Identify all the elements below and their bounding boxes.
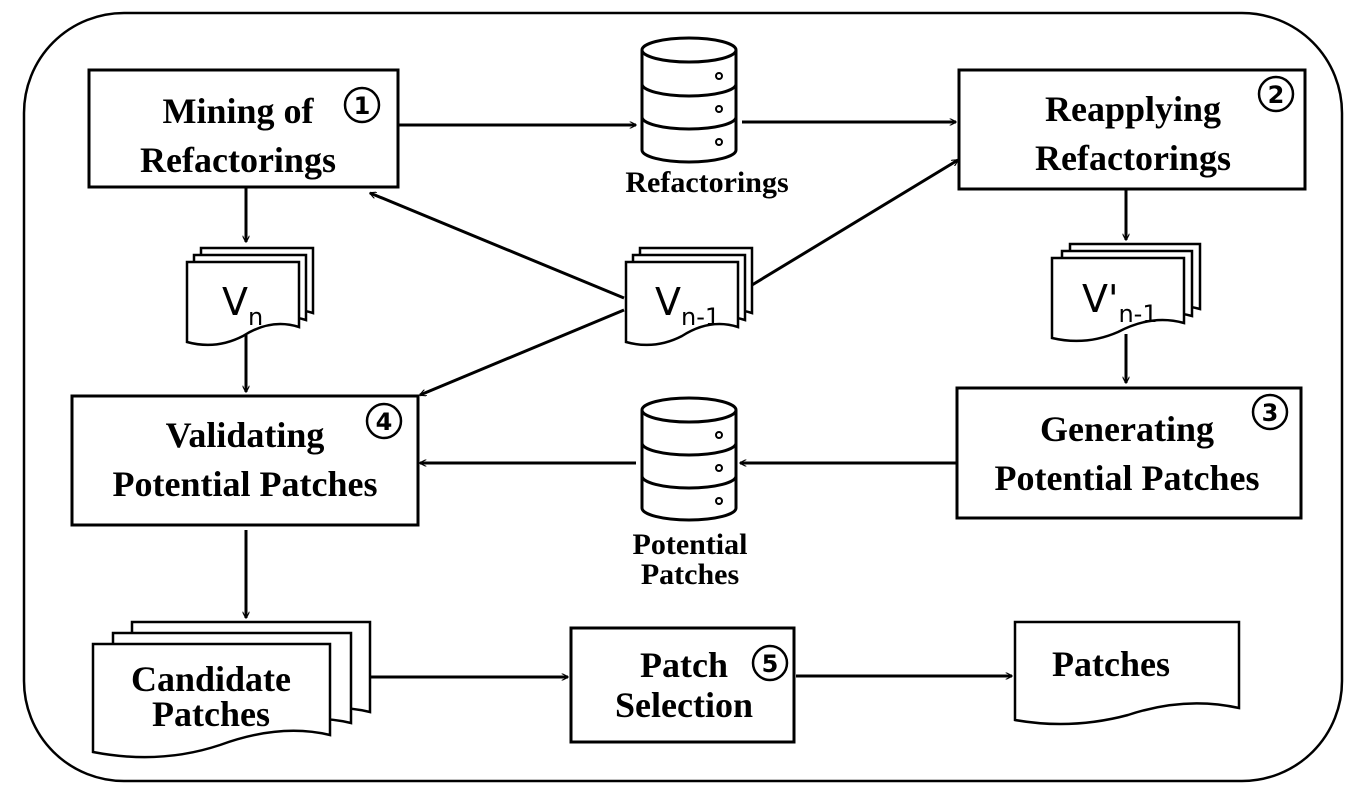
mining-step-badge: [343, 86, 381, 124]
vpn1-document-shape: [1050, 256, 1186, 343]
generating-step-badge: [1251, 393, 1289, 431]
vn-document-shape: [185, 260, 301, 347]
edge-vn1-to-mining: [370, 193, 625, 300]
selection-process: Patch Selection 5: [569, 626, 796, 744]
validating-box: [70, 394, 420, 527]
reapplying-step-badge: [1257, 75, 1295, 113]
validating-title-line1: Validating: [166, 415, 325, 455]
selection-title-line2: Selection: [615, 685, 753, 725]
patches-document: Patches: [1013, 620, 1241, 726]
validating-step-number: 4: [376, 408, 393, 436]
validating-step-badge: [365, 402, 403, 440]
generating-title-line2: Potential Patches: [995, 458, 1260, 498]
candidate-patches-document: Candidate Patches: [91, 620, 372, 759]
vn1-label: Vn-1: [655, 280, 720, 331]
edge-vn1-to-reapplying: [751, 158, 958, 287]
reapplying-title-line2: Refactorings: [1035, 138, 1231, 178]
refactorings-store: Refactorings: [625, 36, 789, 199]
generating-process: Generating Potential Patches 3: [955, 386, 1303, 520]
mining-title-line2: Refactorings: [140, 140, 336, 180]
potential-store-label-line2: Patches: [641, 558, 739, 591]
reapplying-title-line1: Reapplying: [1045, 89, 1221, 129]
generating-title-line1: Generating: [1040, 409, 1214, 449]
refactorings-store-label: Refactorings: [625, 166, 788, 199]
selection-step-number: 5: [762, 650, 779, 678]
mining-process: Mining of Refactorings 1: [87, 68, 400, 189]
generating-step-number: 3: [1262, 399, 1279, 427]
validating-title-line2: Potential Patches: [113, 464, 378, 504]
vn-document: Vn: [185, 246, 315, 347]
database-icon: [640, 396, 738, 522]
mining-title-line1: Mining of: [162, 91, 314, 131]
mining-box: [87, 68, 400, 189]
vpn1-document: V'n-1: [1050, 242, 1202, 343]
selection-title-line1: Patch: [640, 645, 728, 685]
reapplying-process: Reapplying Refactorings 2: [957, 68, 1307, 191]
vn-label: Vn: [222, 280, 263, 331]
vpn1-label: V'n-1: [1082, 277, 1158, 328]
patches-document-shape: [1013, 620, 1241, 726]
reapplying-box: [957, 68, 1307, 191]
validating-process: Validating Potential Patches 4: [70, 394, 420, 527]
selection-step-badge: [751, 644, 789, 682]
potential-patches-store: Potential Patches: [633, 396, 748, 591]
candidate-label-line2: Patches: [152, 694, 270, 734]
edges: [246, 122, 1126, 677]
vn1-document-shape: [624, 260, 740, 347]
vn1-document: Vn-1: [624, 246, 754, 347]
patches-label: Patches: [1052, 644, 1170, 684]
generating-box: [955, 386, 1303, 520]
selection-box: [569, 626, 796, 744]
edge-vn1-to-validating: [420, 308, 625, 397]
reapplying-step-number: 2: [1268, 81, 1285, 109]
database-icon: [640, 36, 738, 164]
mining-step-number: 1: [354, 92, 371, 120]
potential-store-label-line1: Potential: [633, 528, 748, 561]
candidate-document-shape: [91, 642, 332, 759]
candidate-label-line1: Candidate: [131, 659, 291, 699]
